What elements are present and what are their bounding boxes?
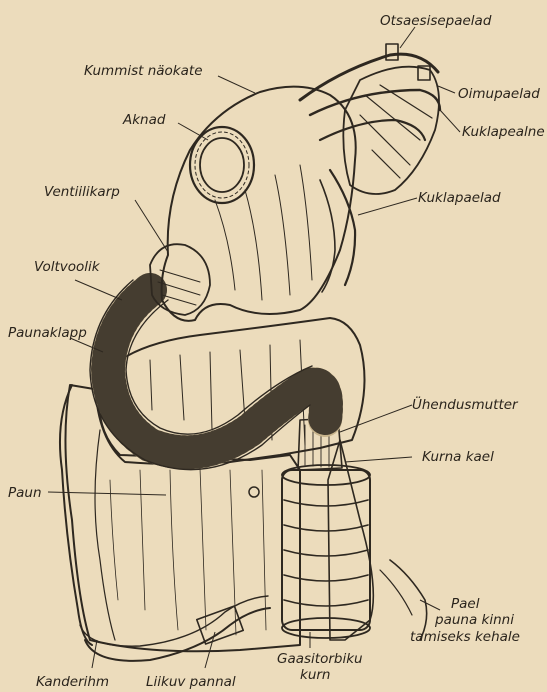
label-kuklapealne: Kuklapealne: [462, 124, 545, 140]
label-ventiilikarp: Ventiilikarp: [44, 184, 120, 200]
mask-illustration: [150, 44, 440, 321]
label-uhendusmutter: Ühendusmutter: [412, 395, 519, 413]
label-kuklapaelad: Kuklapaelad: [418, 190, 501, 206]
label-otsaesisepaelad: Otsaesisepaelad: [380, 13, 492, 29]
corrugated-hose-illustration: [90, 280, 326, 470]
label-paunaklapp: Paunaklapp: [8, 325, 87, 341]
label-pael-line2: pauna kinni: [434, 612, 514, 628]
label-paun: Paun: [8, 485, 42, 501]
label-pael-line1: Pael: [451, 596, 480, 612]
label-voltvoolik: Voltvoolik: [34, 259, 101, 275]
label-gaasitorbiku-line2: kurn: [300, 667, 330, 683]
label-kurna-kael: Kurna kael: [422, 449, 494, 465]
label-liikuv-pannal: Liikuv pannal: [146, 674, 236, 690]
label-kanderihm: Kanderihm: [36, 674, 109, 690]
shoulder-strap-illustration: [80, 560, 427, 661]
label-kummist-naokate: Kummist näokate: [84, 63, 203, 79]
label-gaasitorbiku-line1: Gaasitorbiku: [277, 651, 363, 667]
label-aknad: Aknad: [122, 112, 166, 128]
filter-canister-illustration: [282, 418, 370, 638]
label-oimupaelad: Oimupaelad: [458, 86, 540, 102]
label-group: Otsaesisepaelad Kummist näokate Oimupael…: [8, 13, 545, 690]
label-pael-line3: tamiseks kehale: [410, 629, 520, 645]
